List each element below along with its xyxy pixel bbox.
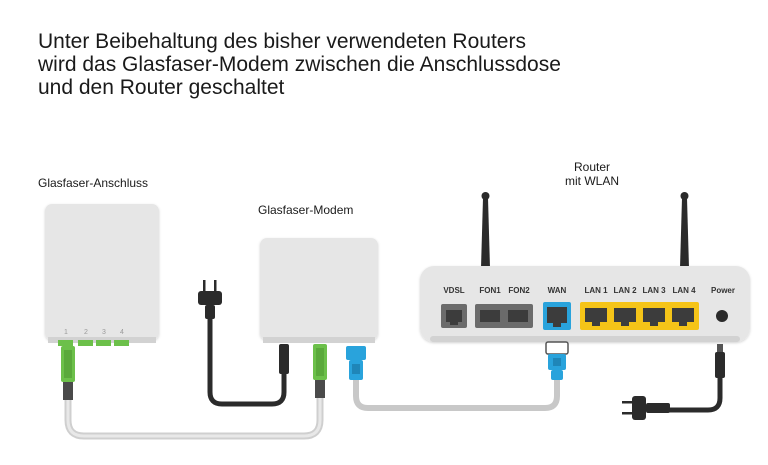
wan-cable	[353, 375, 560, 411]
port-label-fon2: FON2	[508, 286, 530, 295]
port-label-lan2: LAN 2	[613, 286, 637, 295]
modem-power-connector	[279, 344, 289, 374]
port-power	[716, 310, 728, 322]
title-line-1: Unter Beibehaltung des bisher verwendete…	[38, 30, 526, 53]
router-label-line-2: mit WLAN	[565, 174, 619, 188]
router-antenna-left	[481, 192, 490, 268]
modem-box	[260, 238, 378, 340]
modem-power-plug	[198, 280, 222, 319]
wan-connector-router	[545, 341, 569, 380]
port-vdsl	[441, 304, 467, 328]
modem-power-cable	[207, 315, 287, 407]
router-power-connector	[715, 344, 725, 378]
port-label-lan1: LAN 1	[584, 286, 608, 295]
fiber-connector-outlet	[61, 346, 75, 400]
fiber-port-label-1: 1	[64, 329, 68, 336]
modem-label: Glasfaser-Modem	[258, 203, 354, 217]
title-line-3: und den Router geschaltet	[38, 76, 285, 99]
fiber-outlet-port-labels: 1 2 3 4	[64, 329, 124, 336]
port-fon-group	[475, 304, 533, 328]
router-power-cable	[665, 373, 723, 413]
port-label-vdsl: VDSL	[443, 286, 464, 295]
port-label-power: Power	[711, 286, 735, 295]
fiber-port-label-4: 4	[120, 329, 124, 336]
port-label-fon1: FON1	[479, 286, 501, 295]
wan-connector-modem	[346, 346, 366, 380]
port-label-lan3: LAN 3	[642, 286, 666, 295]
fiber-outlet-ports	[58, 340, 129, 346]
port-lan-group	[580, 302, 699, 330]
router-antenna-right	[680, 192, 689, 268]
router-power-plug	[622, 396, 670, 420]
fiber-port-label-2: 2	[84, 329, 88, 336]
router-label-line-1: Router	[573, 160, 611, 174]
port-label-lan4: LAN 4	[672, 286, 696, 295]
port-label-wan: WAN	[548, 286, 567, 295]
diagram-title: Unter Beibehaltung des bisher verwendete…	[38, 30, 738, 99]
fiber-outlet-box	[45, 204, 159, 340]
router-label: Router mit WLAN	[552, 160, 632, 188]
title-line-2: wird das Glasfaser-Modem zwischen die An…	[38, 53, 561, 76]
fiber-outlet-label: Glasfaser-Anschluss	[38, 176, 149, 190]
fiber-connector-modem	[313, 344, 327, 398]
port-wan	[543, 302, 571, 330]
fiber-port-label-3: 3	[102, 329, 106, 336]
fiber-cable	[64, 394, 324, 440]
